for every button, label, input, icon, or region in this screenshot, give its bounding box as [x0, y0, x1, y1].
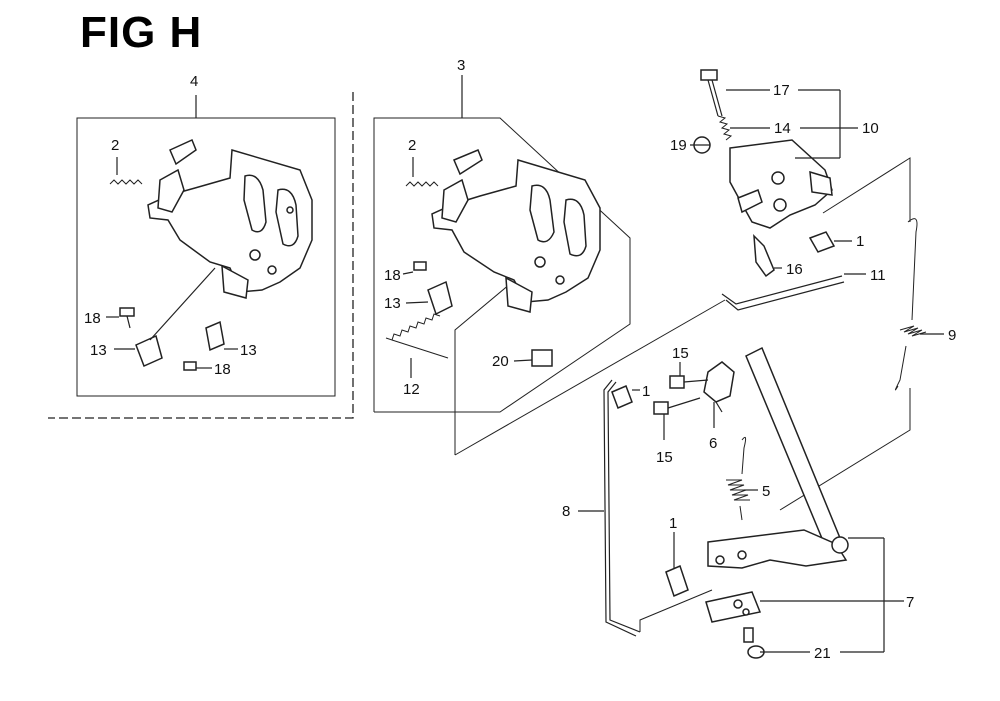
governor-arm-7	[705, 346, 849, 623]
governor-spring-9	[894, 218, 927, 391]
callout-1-upper: 1	[856, 233, 864, 250]
callout-9: 9	[948, 327, 956, 344]
callout-20: 20	[492, 353, 509, 370]
nut-20	[513, 349, 553, 367]
callout-6: 6	[709, 435, 717, 452]
clip-13-left-b	[205, 320, 238, 352]
callout-15-upper: 15	[672, 345, 689, 362]
callout-18-left: 18	[84, 310, 101, 327]
callout-10: 10	[862, 120, 879, 137]
clip-13-left-a	[114, 334, 163, 368]
callout-4: 4	[190, 73, 198, 90]
callout-labels: 4 3 2 2 18 13 13 18 18 13 12 20 17 14 10…	[84, 57, 956, 662]
callout-13-right: 13	[240, 342, 257, 359]
assembly-frame-3	[373, 75, 726, 456]
control-rod-8	[603, 379, 641, 637]
leader-rod-8-end	[639, 589, 713, 632]
callout-19: 19	[670, 137, 687, 154]
control-base-plate-center	[431, 149, 601, 313]
callout-11: 11	[870, 267, 886, 284]
clip-13-center	[405, 280, 453, 316]
callout-2-center: 2	[408, 137, 416, 154]
spring-5	[726, 436, 750, 521]
callout-15-lower: 15	[656, 449, 673, 466]
callout-13-center: 13	[384, 295, 401, 312]
bolt-17	[700, 69, 723, 117]
callout-18-center: 18	[384, 267, 401, 284]
assembly-frame-4	[48, 92, 354, 419]
screw-18-center	[402, 261, 427, 275]
callout-13-left: 13	[90, 342, 107, 359]
figure-title: FIG H	[80, 8, 203, 57]
callout-17: 17	[773, 82, 790, 99]
clip-1-lower	[665, 564, 689, 598]
spring-14	[717, 115, 733, 141]
callout-18-lower: 18	[214, 361, 231, 378]
callout-leaders	[578, 89, 944, 653]
spring-12	[385, 313, 449, 378]
callout-3: 3	[457, 57, 465, 74]
spring-2-left	[109, 157, 143, 185]
bolt-21	[743, 627, 765, 659]
screw-18-left-lower	[183, 361, 212, 371]
callout-7: 7	[906, 594, 914, 611]
choke-lever-6	[683, 361, 735, 413]
callout-12: 12	[403, 381, 420, 398]
rod-11	[721, 275, 845, 311]
bolt-15-lower	[653, 397, 701, 415]
callout-1-middle: 1	[642, 383, 650, 400]
callout-14: 14	[774, 120, 791, 137]
clip-1-middle	[611, 385, 633, 409]
callout-16: 16	[786, 261, 803, 278]
callout-2-left: 2	[111, 137, 119, 154]
callout-5: 5	[762, 483, 770, 500]
bolt-16	[753, 234, 775, 278]
callout-21: 21	[814, 645, 831, 662]
throttle-lever-assembly-10	[729, 139, 833, 229]
leader-left-plate	[149, 267, 216, 341]
spring-2-center	[405, 157, 439, 187]
bolt-15-upper	[669, 375, 685, 389]
screw-18-left-upper	[106, 307, 135, 329]
control-base-plate-left	[147, 138, 313, 299]
callout-1-lower: 1	[669, 515, 677, 532]
clip-1-upper	[808, 231, 836, 253]
callout-8: 8	[562, 503, 570, 520]
